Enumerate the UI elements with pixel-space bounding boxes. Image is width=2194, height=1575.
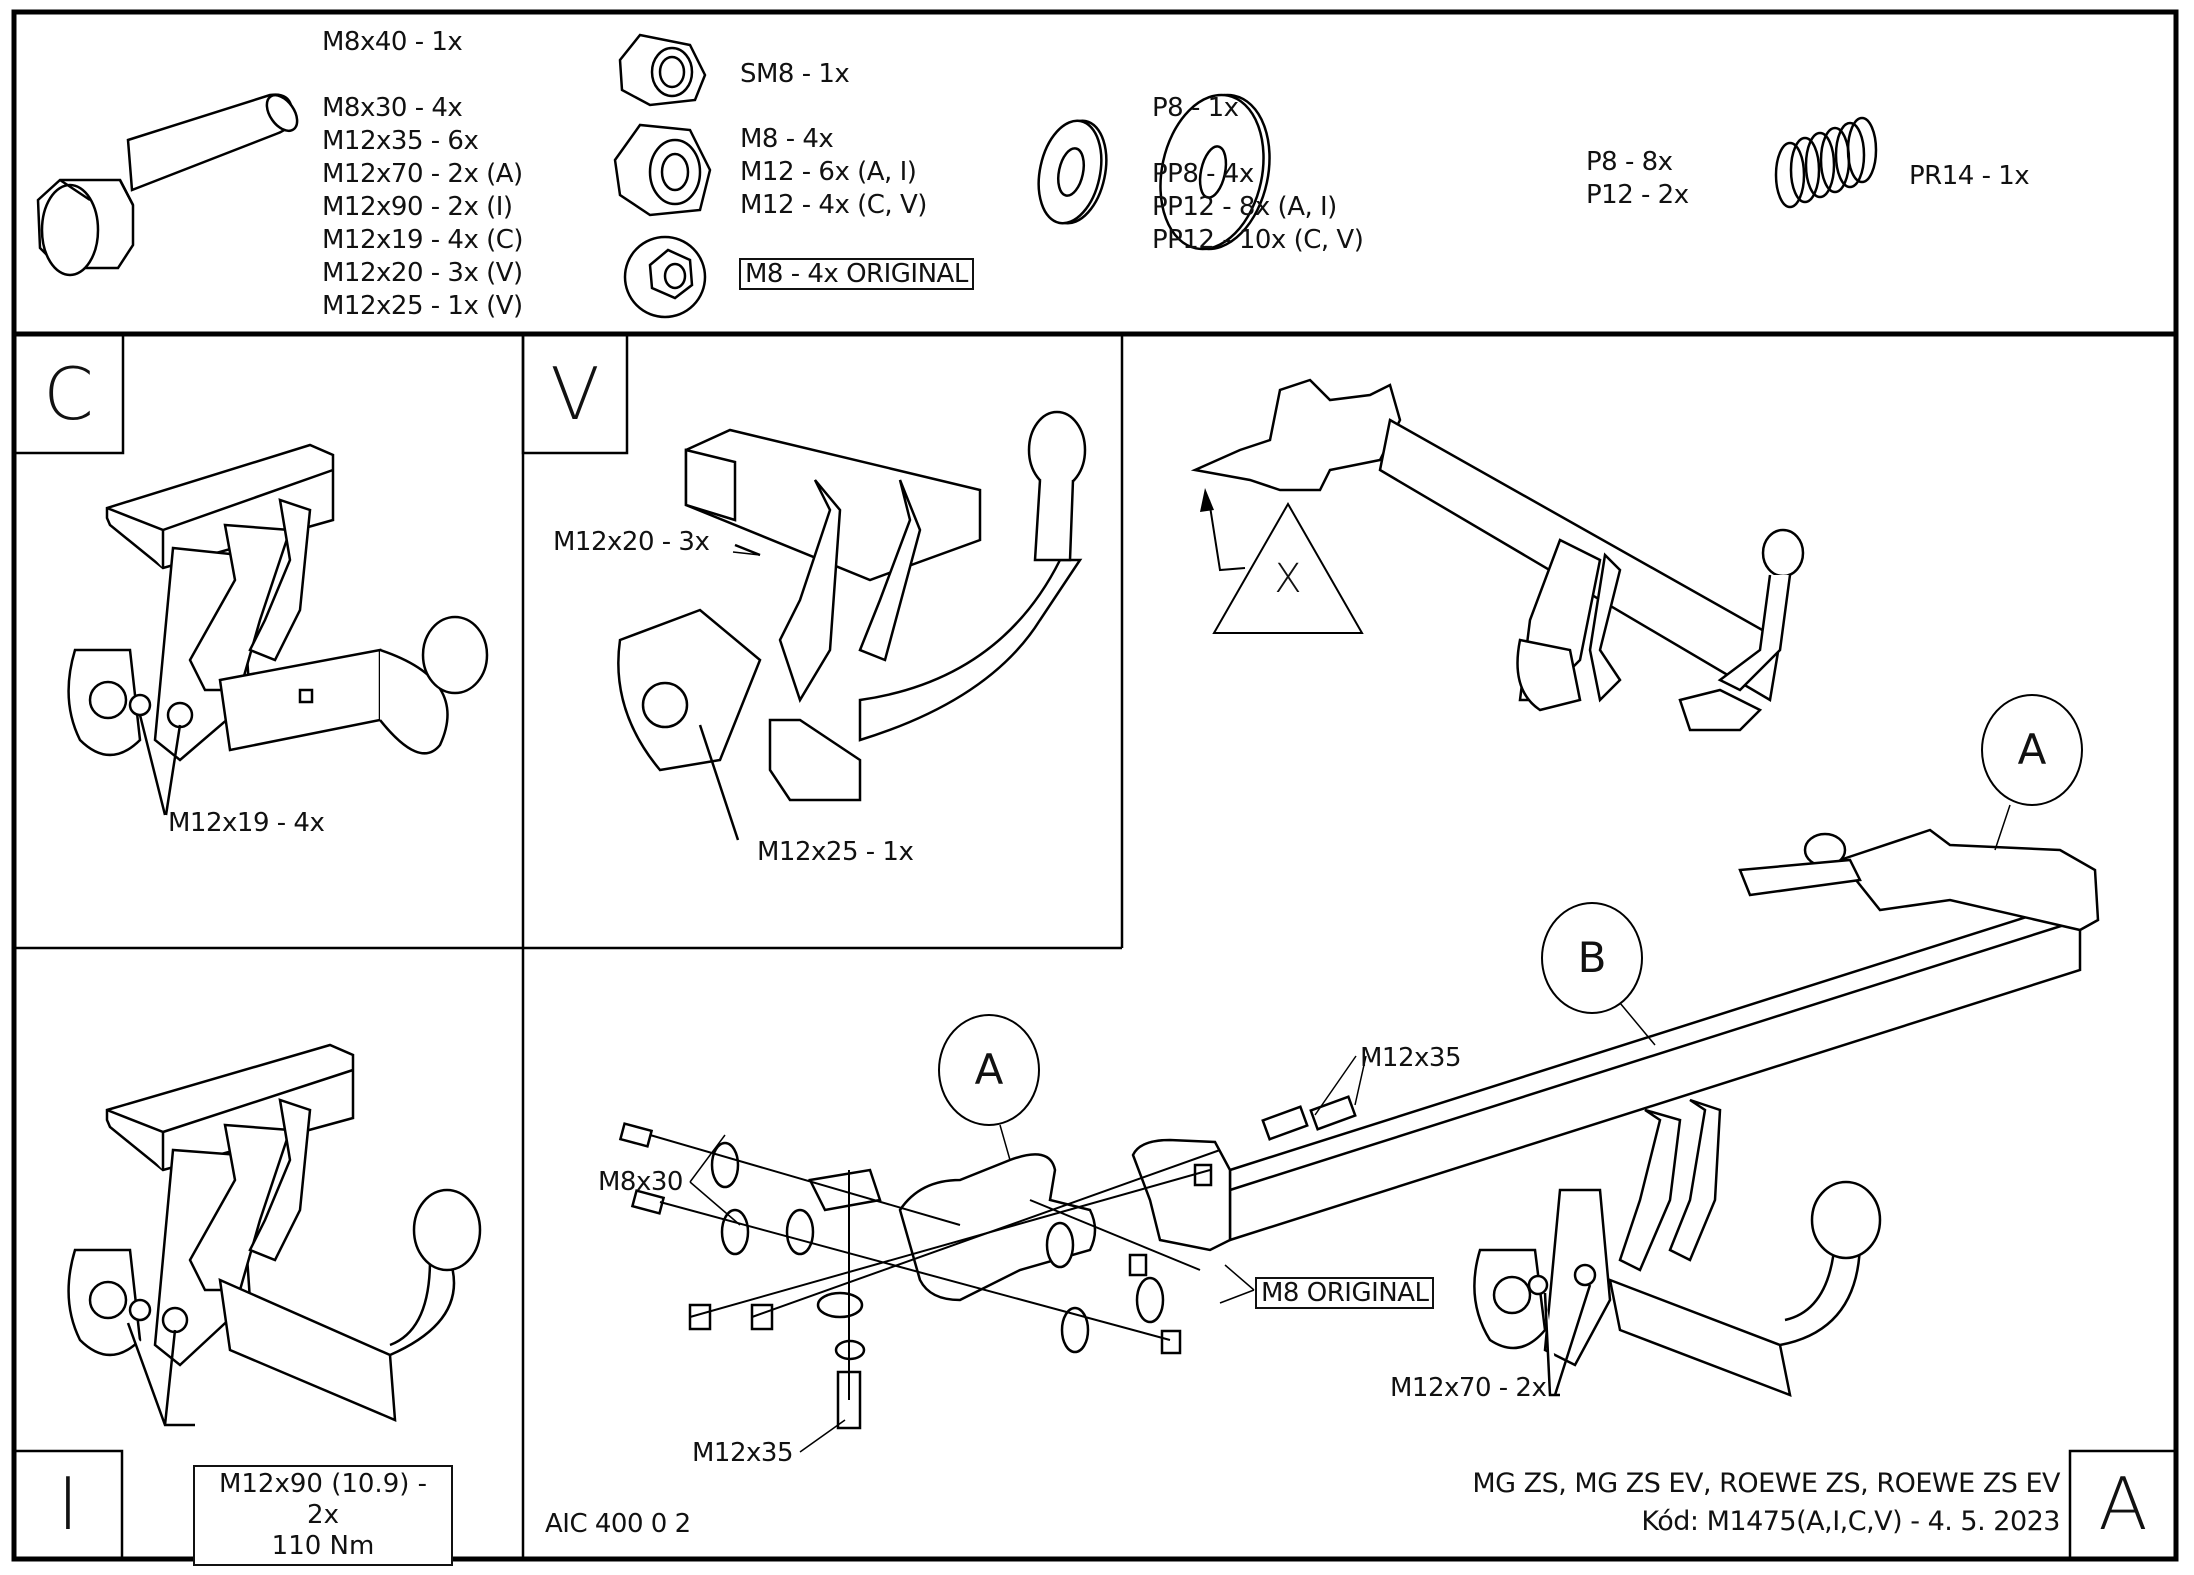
bolt-item: M12x35 - 6x <box>322 126 479 156</box>
detail-x-triangle <box>1212 501 1364 634</box>
panel-c-towbar-drawing <box>67 443 489 816</box>
spring-washer-item: PP8 - 4x <box>1152 159 1254 189</box>
bolt-item: M8x40 - 1x <box>322 27 463 57</box>
flat-washer-item: P8 - 8x <box>1586 147 1673 177</box>
bolt-item: M8x30 - 4x <box>322 93 463 123</box>
nut-item: M12 - 4x (C, V) <box>740 190 927 220</box>
panel-a-letter-box <box>2068 1449 2178 1561</box>
bolt-item: M12x25 - 1x (V) <box>322 291 523 321</box>
panel-c-callout: M12x19 - 4x <box>168 808 325 838</box>
torque-bolt-spec: M12x90 (10.9) - 2x <box>218 1469 428 1530</box>
spring-washer-icon <box>1037 119 1108 225</box>
overview-towbar-drawing <box>1190 378 1805 732</box>
main-crossbar-drawing <box>1131 828 2100 1252</box>
panel-a-letter: A <box>2098 1462 2148 1546</box>
flange-nut-label: M8 - 4x ORIGINAL <box>739 258 974 290</box>
callout-leaders <box>689 551 1551 1453</box>
balloon-b-label: B <box>1577 933 1607 982</box>
balloon-b <box>1541 902 1656 1046</box>
panel-v-callout-m12x25: M12x25 - 1x <box>757 837 914 867</box>
panel-i-letter: I <box>57 1462 79 1546</box>
spring-washer-item: PP12 - 10x (C, V) <box>1152 225 1364 255</box>
hex-nut-icon <box>613 123 712 217</box>
coil-spring-icon <box>1774 116 1878 209</box>
panel-v-letter-box <box>521 332 629 455</box>
main-hitch-drawing <box>1473 1098 1882 1397</box>
panel-i-towbar-drawing <box>67 1043 482 1427</box>
detail-x-label: X <box>1274 556 1302 602</box>
assembly-guide-lines <box>649 1134 1221 1400</box>
detail-x-arrow-head <box>1200 488 1214 512</box>
panel-v-towbar-drawing <box>617 410 1087 841</box>
product-code: Kód: M1475(A,I,C,V) - 4. 5. 2023 <box>1641 1506 2060 1537</box>
outer-frame <box>11 9 2179 1562</box>
flat-washer-item: P12 - 2x <box>1586 180 1689 210</box>
panel-i-letter-box <box>12 1449 124 1561</box>
bolt-item: M12x19 - 4x (C) <box>322 225 524 255</box>
balloon-a-right-label: A <box>2017 725 2047 774</box>
lock-nut-label: SM8 - 1x <box>740 59 850 89</box>
panel-c-letter-box <box>12 332 125 455</box>
callout-m12x35-top: M12x35 <box>1360 1043 1462 1073</box>
balloon-a-right <box>1981 694 2083 851</box>
callout-m12x35-bottom: M12x35 <box>692 1438 794 1468</box>
flat-washer-list: P8 - 8x P12 - 2x <box>1586 146 1689 212</box>
callout-m8x30: M8x30 <box>598 1167 683 1197</box>
balloon-a-main <box>938 1014 1040 1161</box>
panel-v-callout-m12x20: M12x20 - 3x <box>553 527 710 557</box>
title-block: MG ZS, MG ZS EV, ROEWE ZS, ROEWE ZS EV K… <box>1472 1465 2060 1541</box>
nut-item: M12 - 6x (A, I) <box>740 157 917 187</box>
flange-nut-icon <box>623 235 707 319</box>
bolt-item: M12x70 - 2x (A) <box>322 159 523 189</box>
panel-v-letter: V <box>550 352 600 436</box>
vehicle-models: MG ZS, MG ZS EV, ROEWE ZS, ROEWE ZS EV <box>1472 1468 2060 1499</box>
spring-washer-list: P8 - 1x PP8 - 4x PP12 - 8x (A, I) PP12 -… <box>1152 92 1364 257</box>
bracket-a-exploded-drawing <box>618 1095 1357 1430</box>
flat-washer-icon <box>1159 93 1271 251</box>
torque-value: 110 Nm <box>271 1531 375 1561</box>
callout-m12x70: M12x70 - 2x <box>1390 1373 1547 1403</box>
spring-label: PR14 - 1x <box>1909 161 2030 191</box>
drawing-number: AIC 400 0 2 <box>545 1509 691 1539</box>
nut-list: M8 - 4x M12 - 6x (A, I) M12 - 4x (C, V) <box>740 123 927 222</box>
bolt-list: M8x40 - 1x M8x30 - 4x M12x35 - 6x M12x70… <box>322 26 524 323</box>
panel-i-torque-callout: M12x90 (10.9) - 2x 110 Nm <box>193 1465 453 1566</box>
callout-m8-original: M8 ORIGINAL <box>1255 1277 1435 1309</box>
hex-bolt-icon <box>36 93 299 277</box>
detail-x-leader <box>1208 499 1246 572</box>
bolt-item: M12x90 - 2x (I) <box>322 192 513 222</box>
spring-washer-item: P8 - 1x <box>1152 93 1239 123</box>
bolt-item: M12x20 - 3x (V) <box>322 258 523 288</box>
balloon-a-main-label: A <box>974 1045 1004 1094</box>
spring-washer-item: PP12 - 8x (A, I) <box>1152 192 1337 222</box>
lock-nut-icon <box>618 33 707 107</box>
nut-item: M8 - 4x <box>740 124 834 154</box>
panel-c-letter: C <box>43 352 94 436</box>
